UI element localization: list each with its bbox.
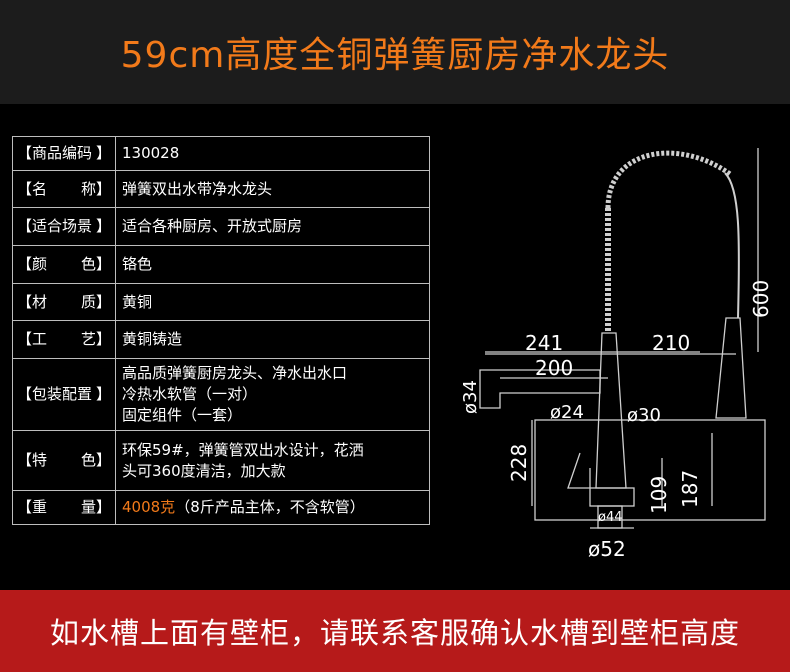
dim-label-dia34: ø34 <box>460 380 481 414</box>
spec-key: 【名称】 <box>12 170 116 208</box>
spec-value-note: （8斤产品主体，不含软管） <box>175 498 365 516</box>
spec-row-weight: 【重量】 4008克（8斤产品主体，不含软管） <box>12 490 430 525</box>
footer-text: 如水槽上面有壁柜，请联系客服确认水槽到壁柜高度 <box>49 616 740 650</box>
dim-label-dia24: ø24 <box>550 402 584 423</box>
spec-row-process: 【工艺】 黄铜铸造 <box>12 320 430 359</box>
dim-label-dia30: ø30 <box>627 405 661 426</box>
spec-key-char: 称 <box>80 179 96 198</box>
spec-value-text: 黄铜铸造 <box>122 330 183 348</box>
spec-key-text: 适合场景 <box>32 217 93 235</box>
spec-value: 高品质弹簧厨房龙头、净水出水口 冷热水软管（一对） 固定组件（一套） <box>115 358 430 431</box>
spec-value-text: 适合各种厨房、开放式厨房 <box>122 217 303 235</box>
spec-value-line: 冷热水软管（一对） <box>122 385 258 403</box>
spec-key-text: 材质 <box>32 292 96 313</box>
spec-key-char: 色 <box>80 255 96 273</box>
spec-value: 弹簧双出水带净水龙头 <box>115 170 430 208</box>
dim-label-dia52: ø52 <box>588 537 626 561</box>
spec-key: 【适合场景】 <box>12 207 116 246</box>
faucet-body <box>595 332 627 489</box>
spec-value: 130028 <box>115 136 430 171</box>
spec-value: 黄铜 <box>115 283 430 321</box>
spec-value: 铬色 <box>115 245 430 284</box>
spec-row-color: 【颜色】 铬色 <box>12 245 430 284</box>
spec-value: 4008克（8斤产品主体，不含软管） <box>115 490 430 525</box>
spec-key-char: 名 <box>32 179 48 198</box>
spray-hose <box>724 172 740 319</box>
spec-key-char: 量 <box>80 498 96 516</box>
spec-table: 【商品编码】 130028 【名称】 弹簧双出水带净水龙头 【适合场景】 适合各… <box>12 136 430 525</box>
spec-key: 【特色】 <box>12 430 116 491</box>
spec-value-text: 铬色 <box>122 255 153 273</box>
spec-key-text: 工艺 <box>32 329 96 350</box>
spec-key-char: 重 <box>32 498 48 516</box>
spec-value-line: 头可360度清洁，加大款 <box>122 461 286 480</box>
spec-key-char: 色 <box>80 451 96 469</box>
spec-value-text: 130028 <box>122 144 180 162</box>
spec-key: 【包装配置】 <box>12 358 116 431</box>
lever-handle <box>567 452 591 489</box>
spec-key: 【重量】 <box>12 490 116 525</box>
dim-label-dia44: ø44 <box>598 510 623 525</box>
spec-key: 【颜色】 <box>12 245 116 284</box>
spec-value-line: 固定组件（一套） <box>122 406 243 424</box>
spec-key: 【材质】 <box>12 283 116 321</box>
spec-row-feature: 【特色】 环保59#，弹簧管双出水设计，花洒 头可360度清洁，加大款 <box>12 430 430 491</box>
spec-key: 【商品编码】 <box>12 136 116 171</box>
dim-label-109: 109 <box>647 476 671 514</box>
spec-key-char: 质 <box>80 292 96 311</box>
faucet-dimension-drawing: 241 210 200 600 ø34 ø24 ø30 228 109 187 … <box>460 148 773 561</box>
faucet-base <box>589 487 635 507</box>
spec-key-char: 特 <box>32 451 48 469</box>
spec-key-text: 包装配置 <box>32 385 93 403</box>
spec-key-text: 重量 <box>32 497 96 518</box>
spec-value: 适合各种厨房、开放式厨房 <box>115 207 430 246</box>
spray-head <box>715 317 747 419</box>
spec-value-line: 环保59#，弹簧管双出水设计，花洒 <box>122 440 364 459</box>
spec-key-char: 工 <box>32 330 48 348</box>
spec-value: 黄铜铸造 <box>115 320 430 359</box>
spec-row-scene: 【适合场景】 适合各种厨房、开放式厨房 <box>12 207 430 246</box>
spring-coil-top <box>605 150 732 209</box>
page-title: 59cm高度全铜弹簧厨房净水龙头 <box>120 35 670 76</box>
purified-spout <box>479 369 601 409</box>
sink-box <box>534 419 766 521</box>
dim-label-600: 600 <box>749 280 773 318</box>
spec-value-text: 弹簧双出水带净水龙头 <box>122 179 273 198</box>
spec-value-line: 高品质弹簧厨房龙头、净水出水口 <box>122 364 348 382</box>
spec-key-text: 商品编码 <box>32 144 93 162</box>
spec-key-char: 艺 <box>80 330 96 348</box>
spec-key-text: 特色 <box>32 450 96 471</box>
dim-label-210: 210 <box>652 331 690 355</box>
footer-notice: 如水槽上面有壁柜，请联系客服确认水槽到壁柜高度 <box>0 590 790 672</box>
spec-row-material: 【材质】 黄铜 <box>12 283 430 321</box>
spec-row-package: 【包装配置】 高品质弹簧厨房龙头、净水出水口 冷热水软管（一对） 固定组件（一套… <box>12 358 430 431</box>
dim-label-187: 187 <box>678 470 702 508</box>
spec-value: 环保59#，弹簧管双出水设计，花洒 头可360度清洁，加大款 <box>115 430 430 491</box>
spec-key-char: 颜 <box>32 255 48 273</box>
spec-key-text: 颜色 <box>32 254 96 275</box>
spec-key: 【工艺】 <box>12 320 116 359</box>
spec-value-weight: 4008克 <box>122 498 176 516</box>
spec-value-text: 黄铜 <box>122 292 153 311</box>
header-banner: 59cm高度全铜弹簧厨房净水龙头 <box>0 0 790 104</box>
dim-label-200: 200 <box>535 356 573 380</box>
spec-key-char: 材 <box>32 292 48 311</box>
spec-row-name: 【名称】 弹簧双出水带净水龙头 <box>12 170 430 208</box>
spec-key-text: 名称 <box>32 179 96 200</box>
spec-row-code: 【商品编码】 130028 <box>12 136 430 171</box>
dim-label-241: 241 <box>525 331 563 355</box>
dim-label-228: 228 <box>507 444 531 482</box>
